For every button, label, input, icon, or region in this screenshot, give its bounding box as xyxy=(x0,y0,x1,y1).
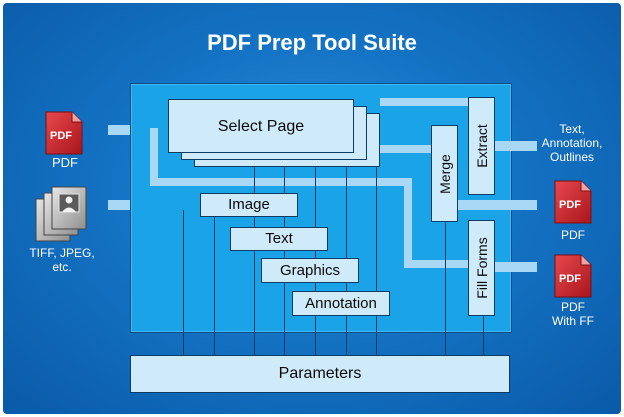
pdf-input-icon-text: PDF xyxy=(50,130,72,142)
fill-forms-box: Fill Forms xyxy=(468,220,495,316)
parameters-label: Parameters xyxy=(278,365,362,382)
pdf-ff-output-line1: PDF xyxy=(561,300,585,314)
merge-label: Merge xyxy=(436,153,453,194)
pdf-input-label-text: PDF xyxy=(52,155,78,170)
select-page-box: Select Page xyxy=(168,99,354,153)
extract-output-label: Text, Annotation, Outlines xyxy=(530,122,614,164)
param-line-1 xyxy=(183,210,184,355)
graphics-label: Graphics xyxy=(279,262,341,279)
pdf-ff-output-icon-text: PDF xyxy=(559,273,581,285)
select-to-extract-top xyxy=(380,98,470,106)
param-line-3 xyxy=(254,162,255,355)
fill-forms-output-connector xyxy=(495,262,537,272)
merge-box: Merge xyxy=(431,125,458,222)
pdf-output-icon: PDF xyxy=(554,180,592,224)
pdf-input-label: PDF xyxy=(30,156,100,170)
graphics-box: Graphics xyxy=(261,258,359,283)
param-line-8 xyxy=(445,222,446,355)
text-label: Text xyxy=(265,230,293,247)
pdf-to-fill-forms-path xyxy=(150,178,412,186)
parameters-box: Parameters xyxy=(130,355,510,393)
pdf-branch-down xyxy=(150,128,158,184)
fill-forms-drop xyxy=(404,178,412,268)
fill-forms-label: Fill Forms xyxy=(473,237,490,299)
pdf-output-label: PDF xyxy=(538,228,608,242)
annotation-label: Annotation xyxy=(305,295,377,312)
image-files-label: TIFF, JPEG, etc. xyxy=(12,246,112,274)
image-box: Image xyxy=(200,193,298,217)
pdf-ff-output-line2: With FF xyxy=(552,314,594,328)
pdf-input-icon: PDF xyxy=(45,111,83,155)
select-page-label: Select Page xyxy=(217,118,305,135)
merge-output-connector xyxy=(458,200,537,210)
image-files-icon xyxy=(35,186,87,242)
param-line-7 xyxy=(376,162,377,355)
extract-output-line1: Text, xyxy=(559,122,585,136)
extract-output-connector xyxy=(495,141,537,151)
image-label: Image xyxy=(228,196,270,213)
pdf-ff-output-icon: PDF xyxy=(554,254,592,298)
extract-output-line2: Annotation, xyxy=(541,136,603,150)
image-files-label-line2: etc. xyxy=(52,260,72,274)
pdf-output-label-text: PDF xyxy=(561,228,585,242)
extract-label: Extract xyxy=(473,124,490,168)
extract-output-line3: Outlines xyxy=(549,150,595,164)
param-line-2 xyxy=(214,215,215,355)
annotation-box: Annotation xyxy=(292,291,390,316)
image-files-label-line1: TIFF, JPEG, xyxy=(29,246,95,260)
pdf-ff-output-label: PDF With FF xyxy=(538,300,608,328)
text-box: Text xyxy=(230,227,328,251)
select-to-merge xyxy=(380,145,432,153)
diagram-title: PDF Prep Tool Suite xyxy=(207,30,417,55)
pdf-output-icon-text: PDF xyxy=(559,199,581,211)
extract-box: Extract xyxy=(468,97,495,195)
param-line-9 xyxy=(483,316,484,355)
fill-forms-feed xyxy=(404,260,468,268)
